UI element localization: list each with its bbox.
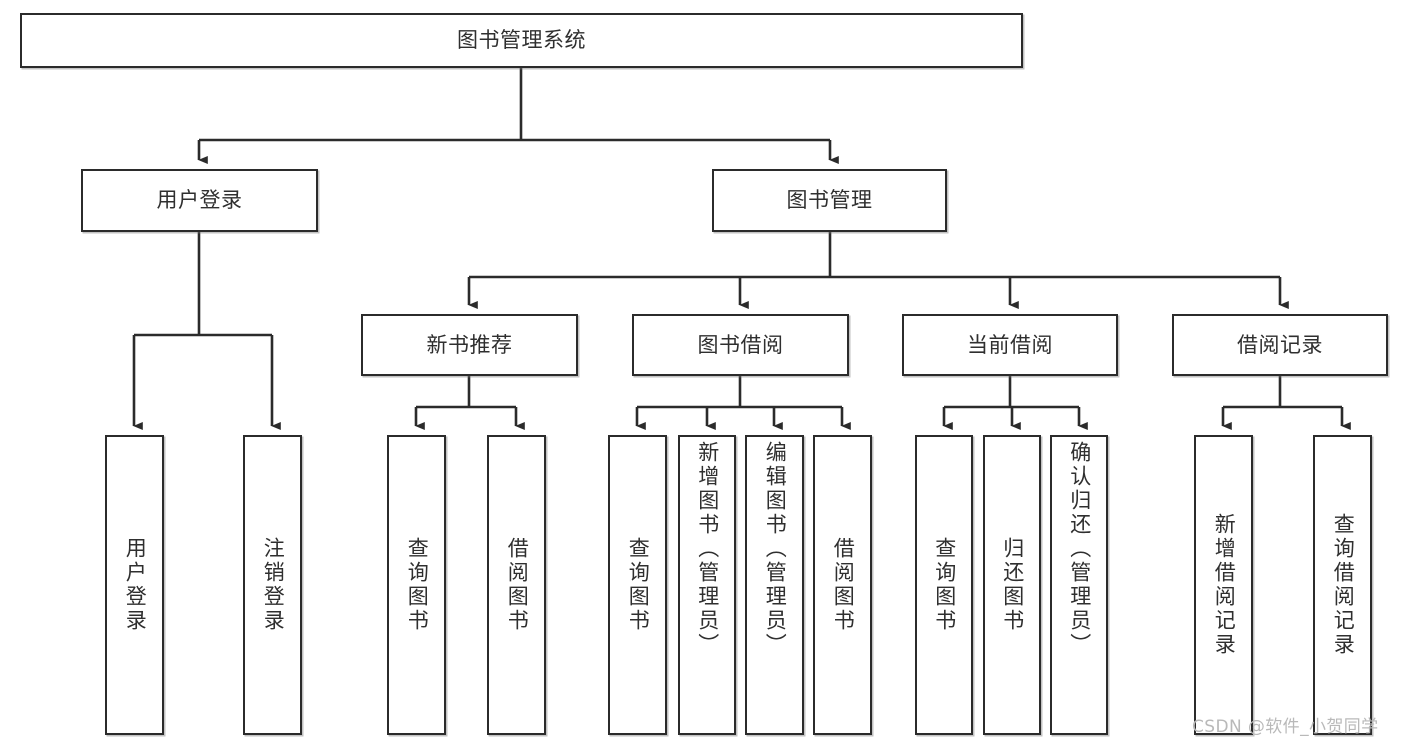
node-leaf-query-book-3[interactable]: 查询图书 <box>915 435 973 735</box>
node-leaf-add-borrow-record-label: 新增借阅记录 <box>1212 513 1237 657</box>
node-borrow-record[interactable]: 借阅记录 <box>1172 314 1388 376</box>
node-leaf-borrow-book-1[interactable]: 借阅图书 <box>487 435 546 735</box>
csdn-watermark-text: CSDN @软件_小贺同学 <box>1192 717 1379 737</box>
node-leaf-query-book-2-label: 查询图书 <box>626 537 651 633</box>
node-book-manage-label: 图书管理 <box>786 188 873 213</box>
node-root-label: 图书管理系统 <box>457 28 586 53</box>
node-leaf-add-book-label: 新增图书（管理员） <box>695 441 720 657</box>
node-leaf-query-borrow-record-label: 查询借阅记录 <box>1331 513 1356 657</box>
node-book-manage[interactable]: 图书管理 <box>712 169 947 232</box>
node-leaf-edit-book-label: 编辑图书（管理员） <box>763 441 788 657</box>
node-leaf-user-login[interactable]: 用户登录 <box>105 435 164 735</box>
node-leaf-user-login-label: 用户登录 <box>123 537 148 633</box>
node-leaf-query-book-1-label: 查询图书 <box>405 537 430 633</box>
node-borrow-record-label: 借阅记录 <box>1237 332 1323 357</box>
node-book-borrow[interactable]: 图书借阅 <box>632 314 849 376</box>
node-leaf-return-book[interactable]: 归还图书 <box>983 435 1041 735</box>
node-leaf-user-logout-label: 注销登录 <box>261 537 286 633</box>
node-leaf-borrow-book-2[interactable]: 借阅图书 <box>813 435 872 735</box>
node-leaf-query-borrow-record[interactable]: 查询借阅记录 <box>1313 435 1372 735</box>
node-leaf-query-book-1[interactable]: 查询图书 <box>387 435 446 735</box>
node-leaf-add-book[interactable]: 新增图书（管理员） <box>678 435 736 735</box>
node-root[interactable]: 图书管理系统 <box>20 13 1023 68</box>
node-leaf-confirm-return-label: 确认归还（管理员） <box>1067 441 1092 657</box>
node-user-login[interactable]: 用户登录 <box>81 169 318 232</box>
node-leaf-query-book-3-label: 查询图书 <box>932 537 957 633</box>
csdn-watermark: CSDN @软件_小贺同学 <box>1192 712 1379 737</box>
node-leaf-borrow-book-1-label: 借阅图书 <box>505 537 530 633</box>
node-user-login-label: 用户登录 <box>156 188 243 213</box>
node-leaf-query-book-2[interactable]: 查询图书 <box>608 435 667 735</box>
node-current-borrow-label: 当前借阅 <box>967 332 1053 357</box>
node-new-book-recommend[interactable]: 新书推荐 <box>361 314 578 376</box>
node-current-borrow[interactable]: 当前借阅 <box>902 314 1118 376</box>
node-leaf-user-logout[interactable]: 注销登录 <box>243 435 302 735</box>
node-new-book-recommend-label: 新书推荐 <box>426 332 513 357</box>
node-book-borrow-label: 图书借阅 <box>697 332 784 357</box>
node-leaf-edit-book[interactable]: 编辑图书（管理员） <box>745 435 804 735</box>
node-leaf-return-book-label: 归还图书 <box>1000 537 1025 633</box>
node-leaf-add-borrow-record[interactable]: 新增借阅记录 <box>1194 435 1253 735</box>
node-leaf-borrow-book-2-label: 借阅图书 <box>831 537 856 633</box>
node-leaf-confirm-return[interactable]: 确认归还（管理员） <box>1050 435 1108 735</box>
